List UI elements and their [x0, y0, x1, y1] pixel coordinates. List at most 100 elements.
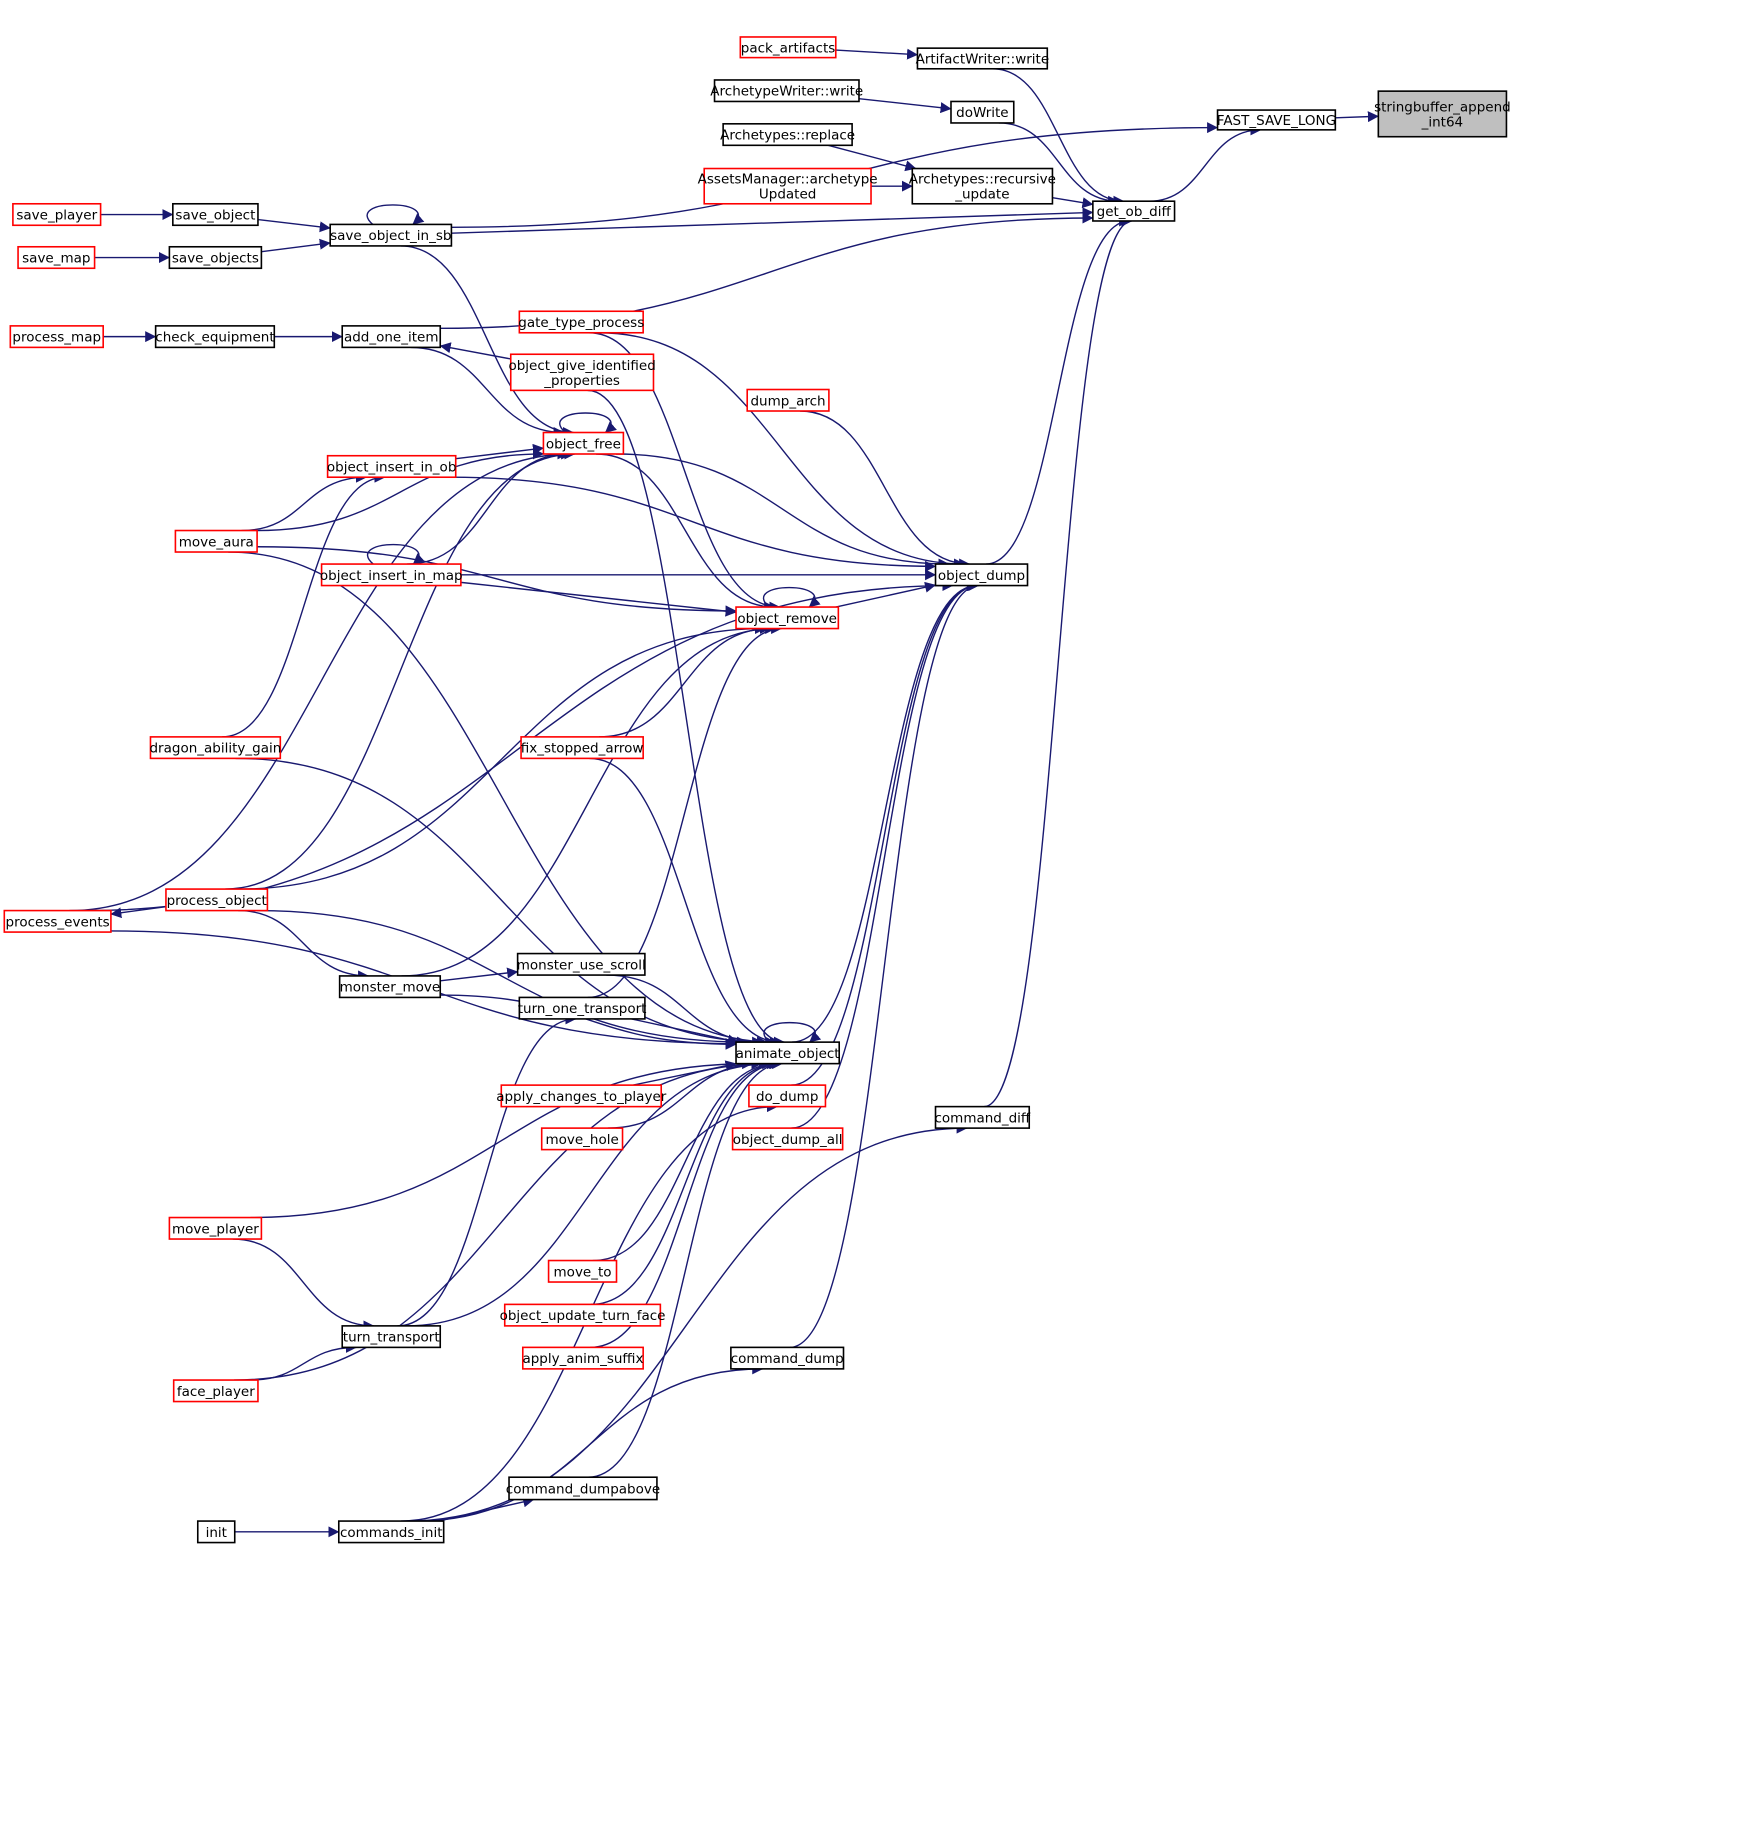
- node-archetypewriter-write[interactable]: ArchetypeWriter::write: [710, 79, 863, 103]
- node-label: doWrite: [956, 105, 1008, 121]
- edge-move-player-to-turn-transport: [232, 1238, 375, 1332]
- node-label: Archetypes::recursive: [909, 172, 1056, 188]
- node-gate-type-process[interactable]: gate_type_process: [518, 310, 644, 334]
- node-object-insert-in-map[interactable]: object_insert_in_map: [320, 563, 463, 587]
- node-label: move_aura: [179, 534, 254, 550]
- node-apply-anim-suffix[interactable]: apply_anim_suffix: [521, 1346, 644, 1370]
- node-label: move_to: [554, 1264, 612, 1280]
- edge-move-to-to-animate-object: [592, 1058, 779, 1262]
- node-process-events[interactable]: process_events: [3, 909, 112, 933]
- node-pack-artifacts[interactable]: pack_artifacts: [739, 36, 837, 59]
- node-dragon-ability-gain[interactable]: dragon_ability_gain: [149, 736, 281, 760]
- node-label: stringbuffer_append: [1374, 99, 1511, 115]
- edge-face-player-to-animate-object: [234, 1058, 770, 1381]
- node-box: [713, 79, 860, 103]
- node-box: [934, 1105, 1031, 1129]
- node-save-object-in-sb[interactable]: save_object_in_sb: [329, 223, 453, 247]
- node-box: [329, 223, 453, 247]
- edge-object-insert-in-map-to-object-insert-in-map: [366, 543, 425, 565]
- edge-archetypes-replace-to-archetypes-recursive-update: [828, 144, 917, 172]
- node-label: process_events: [6, 914, 110, 930]
- node-dowrite[interactable]: doWrite: [950, 100, 1015, 124]
- node-command-diff[interactable]: command_diff: [934, 1105, 1031, 1129]
- node-object-insert-in-ob[interactable]: object_insert_in_ob: [326, 454, 457, 479]
- node-monster-move[interactable]: monster_move: [338, 975, 442, 999]
- node-label: object_give_identified: [508, 358, 655, 374]
- node-get-ob-diff[interactable]: get_ob_diff: [1092, 200, 1176, 222]
- node-do-dump[interactable]: do_dump: [748, 1084, 827, 1108]
- node-artifactwriter-write[interactable]: ArtifactWriter::write: [916, 47, 1050, 70]
- node-object-remove[interactable]: object_remove: [735, 606, 840, 630]
- node-object-dump-all[interactable]: object_dump_all: [731, 1127, 844, 1151]
- node-animate-object[interactable]: animate_object: [735, 1041, 841, 1065]
- node-save-objects[interactable]: save_objects: [168, 245, 263, 270]
- node-box: [168, 1216, 263, 1240]
- node-init[interactable]: init: [196, 1520, 236, 1544]
- node-box: [542, 431, 625, 455]
- node-box: [337, 1520, 445, 1544]
- node-turn-transport[interactable]: turn_transport: [341, 1325, 442, 1349]
- edge-monster-move-to-monster-use-scroll: [440, 967, 519, 982]
- node-object-update-turn-face[interactable]: object_update_turn_face: [500, 1303, 666, 1327]
- node-object-free[interactable]: object_free: [542, 431, 625, 455]
- node-label: object_free: [546, 436, 621, 452]
- node-move-aura[interactable]: move_aura: [174, 529, 258, 553]
- edge-object-insert-in-map-to-object-remove: [460, 581, 737, 617]
- node-archetypes-recursive-update[interactable]: Archetypes::recursive_update: [909, 167, 1056, 205]
- node-archetypes-replace[interactable]: Archetypes::replace: [720, 123, 855, 147]
- node-object-dump[interactable]: object_dump: [934, 563, 1029, 587]
- node-label: save_object: [175, 208, 255, 224]
- node-label: dragon_ability_gain: [149, 741, 281, 757]
- node-command-dump[interactable]: command_dump: [730, 1346, 845, 1370]
- node-save-map[interactable]: save_map: [17, 245, 96, 270]
- node-save-object[interactable]: save_object: [172, 202, 259, 227]
- node-save-player[interactable]: save_player: [12, 202, 102, 227]
- edge-turn-transport-to-turn-one-transport: [397, 1013, 577, 1327]
- node-check-equipment[interactable]: check_equipment: [154, 325, 276, 349]
- node-stringbuffer-append-int64[interactable]: stringbuffer_append_int64: [1374, 90, 1511, 138]
- edge-fast-save-long-to-stringbuffer-append-int64: [1335, 111, 1379, 123]
- edge-gate-type-process-to-object-remove: [588, 332, 781, 613]
- node-move-hole[interactable]: move_hole: [540, 1127, 624, 1151]
- node-dump-arch[interactable]: dump_arch: [746, 388, 830, 412]
- node-label: init: [206, 1525, 227, 1541]
- edge-save-object-in-sb-to-object-free: [400, 245, 575, 438]
- edge-object-give-identified-properties-to-animate-object: [587, 389, 785, 1048]
- node-box: [17, 245, 96, 270]
- node-move-to[interactable]: move_to: [547, 1259, 618, 1283]
- node-object-give-identified-properties[interactable]: object_give_identified_properties: [508, 353, 656, 392]
- node-apply-changes-to-player[interactable]: apply_changes_to_player: [496, 1084, 667, 1108]
- node-command-dumpabove[interactable]: command_dumpabove: [506, 1476, 660, 1501]
- node-add-one-item[interactable]: add_one_item: [341, 325, 442, 349]
- edge-dragon-ability-gain-to-animate-object: [235, 757, 769, 1048]
- node-box: [722, 123, 853, 147]
- node-fix-stopped-arrow[interactable]: fix_stopped_arrow: [520, 736, 644, 760]
- node-process-object[interactable]: process_object: [165, 888, 269, 912]
- node-label: dump_arch: [750, 393, 825, 409]
- node-monster-use-scroll[interactable]: monster_use_scroll: [516, 952, 646, 976]
- edge-save-object-to-save-object-in-sb: [257, 218, 331, 233]
- node-label: add_one_item: [344, 330, 439, 346]
- node-label: check_equipment: [155, 330, 274, 346]
- node-box: [540, 1127, 624, 1151]
- edge-move-hole-to-animate-object: [607, 1058, 763, 1129]
- node-label: ArchetypeWriter::write: [710, 84, 863, 100]
- node-box: [516, 952, 646, 976]
- node-label: monster_use_scroll: [517, 957, 646, 973]
- edge-do-dump-to-object-dump: [791, 580, 979, 1086]
- node-process-map[interactable]: process_map: [9, 325, 104, 349]
- node-box: [326, 454, 457, 479]
- node-face-player[interactable]: face_player: [172, 1379, 259, 1403]
- node-turn-one-transport[interactable]: turn_one_transport: [518, 996, 647, 1020]
- node-fast-save-long[interactable]: FAST_SAVE_LONG: [1216, 109, 1337, 131]
- node-label: apply_changes_to_player: [496, 1089, 667, 1105]
- node-box: [12, 202, 102, 227]
- edge-object-free-to-object-free: [559, 412, 617, 434]
- node-label: save_map: [22, 251, 90, 267]
- node-move-player[interactable]: move_player: [168, 1216, 263, 1240]
- node-commands-init[interactable]: commands_init: [337, 1520, 445, 1544]
- edge-command-dumpabove-to-animate-object: [588, 1058, 784, 1478]
- node-box: [739, 36, 837, 59]
- node-label: command_dump: [731, 1351, 844, 1367]
